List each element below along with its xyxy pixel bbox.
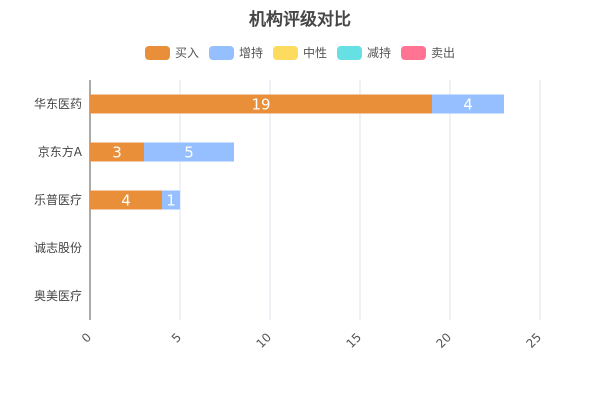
legend-swatch [272,45,298,60]
legend-label: 减持 [367,46,392,60]
legend-swatch [401,45,427,60]
legend-label: 中性 [302,46,327,60]
legend-label: 买入 [174,46,199,60]
x-tick-label: 15 [343,330,364,351]
legend-label: 卖出 [431,46,456,60]
legend-swatch [208,45,234,60]
legend-item[interactable]: 减持 [337,44,391,61]
data-label: 4 [463,96,473,114]
legend-item[interactable]: 增持 [208,44,263,61]
legend-item[interactable]: 买入 [144,44,199,61]
legend-item[interactable]: 卖出 [401,44,455,61]
bar-0 [90,94,432,114]
legend-swatch [144,45,170,60]
x-tick-label: 10 [253,330,274,351]
data-label: 19 [251,96,270,114]
y-tick-label: 京东方A [38,144,83,159]
chart-title: 机构评级对比 [249,10,351,30]
data-label: 1 [166,192,176,210]
x-tick-label: 20 [433,330,454,351]
y-tick-label: 诚志股份 [34,241,82,255]
legend-item[interactable]: 中性 [272,44,327,61]
legend-label: 增持 [238,46,263,60]
x-tick-label: 25 [523,330,544,351]
data-label: 4 [121,192,131,210]
legend-swatch [337,45,362,60]
bar-1 [144,142,234,162]
bar-1 [432,94,504,114]
data-label: 5 [184,144,194,162]
legend: 买入 增持 中性 减持 卖出 [0,44,600,61]
bar-0 [90,190,162,210]
x-tick-label: 0 [79,330,94,345]
x-tick-label: 5 [169,330,184,345]
bar-1 [162,190,180,210]
bar-0 [90,142,144,162]
y-tick-label: 华东医药 [34,97,82,111]
data-label: 3 [112,144,122,162]
y-tick-label: 奥美医疗 [34,289,82,303]
y-tick-label: 乐普医疗 [34,193,82,207]
